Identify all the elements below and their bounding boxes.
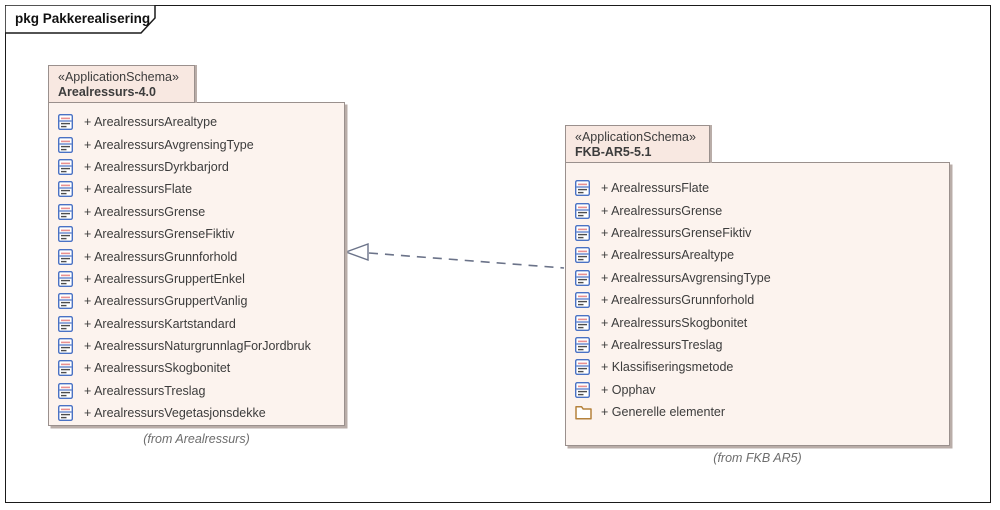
list-item[interactable]: + ArealressursArealtype bbox=[573, 244, 945, 266]
list-item[interactable]: + ArealressursFlate bbox=[56, 178, 340, 200]
class-icon bbox=[575, 269, 592, 286]
diagram-frame bbox=[5, 5, 991, 503]
list-item-label: + ArealressursVegetasjonsdekke bbox=[84, 406, 266, 421]
class-icon bbox=[58, 360, 75, 377]
class-icon bbox=[58, 382, 75, 399]
list-item[interactable]: + ArealressursAvgrensingType bbox=[573, 267, 945, 289]
class-icon bbox=[575, 224, 592, 241]
class-icon bbox=[575, 180, 592, 197]
list-item-label: + ArealressursArealtype bbox=[601, 248, 735, 263]
list-item[interactable]: + ArealressursGrunnforhold bbox=[56, 245, 340, 267]
folder-icon bbox=[575, 404, 592, 420]
frame-tab-shape bbox=[5, 5, 156, 34]
list-item-label: + Generelle elementer bbox=[601, 405, 726, 420]
class-icon bbox=[58, 293, 75, 310]
class-icon bbox=[58, 136, 75, 153]
list-item[interactable]: + ArealressursArealtype bbox=[56, 111, 340, 133]
list-item-label: + ArealressursSkogbonitet bbox=[601, 315, 748, 330]
list-item[interactable]: + ArealressursTreslag bbox=[56, 380, 340, 402]
list-item[interactable]: + ArealressursGrenseFiktiv bbox=[573, 222, 945, 244]
list-item-label: + ArealressursGrenseFiktiv bbox=[601, 225, 752, 240]
list-item-label: + ArealressursGrense bbox=[84, 204, 206, 219]
dashed-connector-line bbox=[368, 252, 565, 269]
class-icon bbox=[575, 292, 592, 309]
list-item[interactable]: + ArealressursFlate bbox=[573, 177, 945, 199]
list-item[interactable]: + ArealressursNaturgrunnlagForJordbruk bbox=[56, 335, 340, 357]
list-item[interactable]: + ArealressursVegetasjonsdekke bbox=[56, 402, 340, 424]
hollow-triangle-arrowhead bbox=[343, 243, 369, 261]
class-icon bbox=[575, 381, 592, 398]
package-name: Arealressurs-4.0 bbox=[58, 85, 156, 99]
list-item[interactable]: + ArealressursDyrkbarjord bbox=[56, 156, 340, 178]
class-icon bbox=[58, 315, 75, 332]
list-item[interactable]: + ArealressursKartstandard bbox=[56, 313, 340, 335]
list-item[interactable]: + ArealressursGrense bbox=[573, 199, 945, 221]
list-item-label: + ArealressursSkogbonitet bbox=[84, 361, 231, 376]
class-icon bbox=[575, 314, 592, 331]
class-icon bbox=[58, 203, 75, 220]
class-icon bbox=[58, 270, 75, 287]
list-item[interactable]: + ArealressursSkogbonitet bbox=[573, 311, 945, 333]
class-icon bbox=[575, 336, 592, 353]
class-icon bbox=[58, 338, 75, 355]
list-item-label: + ArealressursGrense bbox=[601, 203, 723, 218]
list-item-label: + ArealressursNaturgrunnlagForJordbruk bbox=[84, 339, 311, 354]
list-item-label: + ArealressursGrunnforhold bbox=[601, 293, 755, 308]
package-fkb-ar5-body[interactable]: + ArealressursFlate + ArealressursGrense +… bbox=[565, 162, 950, 446]
list-item-label: + Klassifiseringsmetode bbox=[601, 360, 734, 375]
list-item[interactable]: + ArealressursGruppertEnkel bbox=[56, 268, 340, 290]
class-icon bbox=[58, 158, 75, 175]
list-item[interactable]: + ArealressursGrenseFiktiv bbox=[56, 223, 340, 245]
class-icon bbox=[575, 202, 592, 219]
class-icon bbox=[58, 248, 75, 265]
class-icon bbox=[58, 405, 75, 422]
class-icon bbox=[58, 181, 75, 198]
list-item[interactable]: + Opphav bbox=[573, 379, 945, 401]
list-item[interactable]: + ArealressursGruppertVanlig bbox=[56, 290, 340, 312]
class-icon bbox=[575, 359, 592, 376]
list-item-label: + ArealressursFlate bbox=[601, 181, 710, 196]
package-arealressurs-header[interactable]: «ApplicationSchema» Arealressurs-4.0 bbox=[48, 65, 195, 103]
package-from-note: (from FKB AR5) bbox=[713, 451, 802, 465]
list-item[interactable]: + ArealressursAvgrensingType bbox=[56, 133, 340, 155]
list-item-label: + ArealressursDyrkbarjord bbox=[84, 159, 229, 174]
class-icon bbox=[58, 226, 75, 243]
stereotype-label: «ApplicationSchema» bbox=[58, 70, 179, 84]
list-item-label: + ArealressursGruppertVanlig bbox=[84, 294, 248, 309]
diagram-title: pkg Pakkerealisering bbox=[15, 11, 151, 26]
list-item-label: + ArealressursGruppertEnkel bbox=[84, 271, 245, 286]
package-from-note: (from Arealressurs) bbox=[143, 432, 250, 446]
list-item[interactable]: + ArealressursTreslag bbox=[573, 334, 945, 356]
list-item[interactable]: + Klassifiseringsmetode bbox=[573, 356, 945, 378]
list-item-label: + ArealressursAvgrensingType bbox=[601, 270, 771, 285]
package-fkb-ar5-header[interactable]: «ApplicationSchema» FKB-AR5-5.1 bbox=[565, 125, 710, 163]
stereotype-label: «ApplicationSchema» bbox=[575, 130, 696, 144]
package-arealressurs-body[interactable]: + ArealressursArealtype + ArealressursAvg… bbox=[48, 102, 345, 426]
list-item[interactable]: + Generelle elementer bbox=[573, 401, 945, 423]
list-item-label: + ArealressursFlate bbox=[84, 182, 193, 197]
class-icon bbox=[575, 247, 592, 264]
list-item-label: + ArealressursGrenseFiktiv bbox=[84, 227, 235, 242]
list-item-label: + ArealressursKartstandard bbox=[84, 316, 236, 331]
list-item[interactable]: + ArealressursSkogbonitet bbox=[56, 357, 340, 379]
list-item-label: + ArealressursArealtype bbox=[84, 115, 218, 130]
list-item[interactable]: + ArealressursGrunnforhold bbox=[573, 289, 945, 311]
list-item-label: + ArealressursAvgrensingType bbox=[84, 137, 254, 152]
list-item-label: + ArealressursTreslag bbox=[601, 337, 723, 352]
list-item-label: + ArealressursGrunnforhold bbox=[84, 249, 238, 264]
list-item-label: + Opphav bbox=[601, 382, 656, 397]
package-name: FKB-AR5-5.1 bbox=[575, 145, 652, 159]
class-icon bbox=[58, 114, 75, 131]
list-item-label: + ArealressursTreslag bbox=[84, 383, 206, 398]
list-item[interactable]: + ArealressursGrense bbox=[56, 201, 340, 223]
